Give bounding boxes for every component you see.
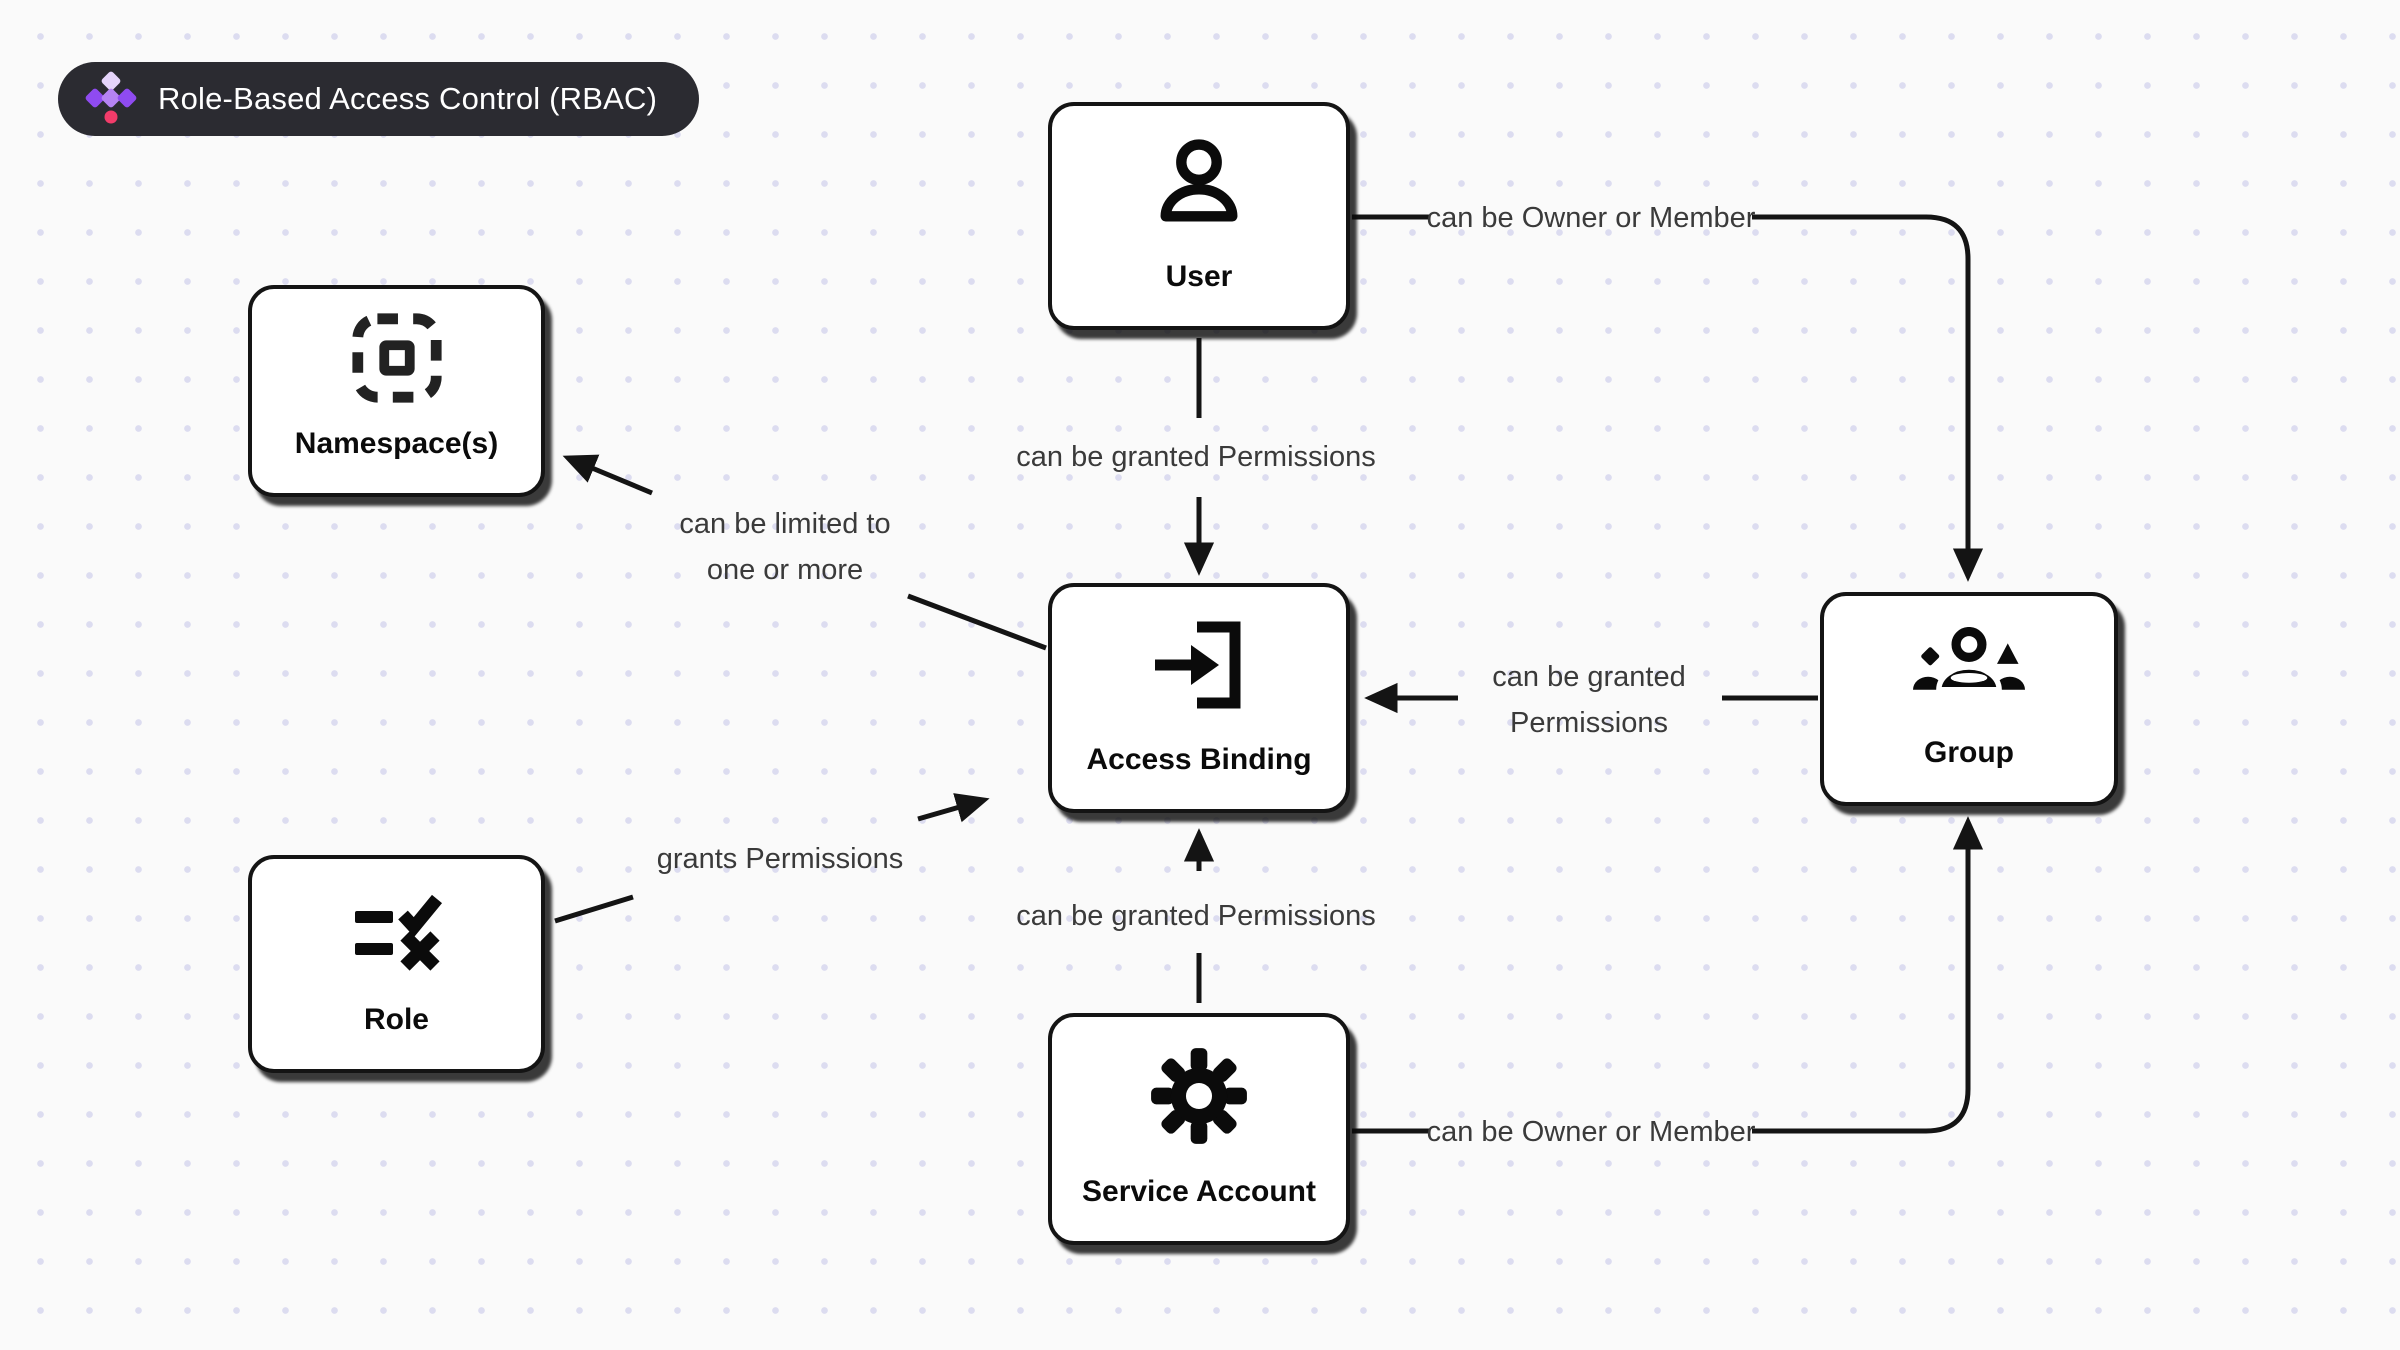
edge-label-user-to-access-binding: can be granted Permissions — [1016, 441, 1376, 473]
node-label-role: Role — [363, 1003, 429, 1036]
edge-access-binding-to-namespace-start — [907, 593, 1047, 651]
node-label-access-binding: Access Binding — [1086, 743, 1312, 776]
edge-label-line-1: can be limited to — [679, 508, 891, 540]
node-role: Role — [248, 855, 545, 1073]
people-group-icon — [1824, 596, 2114, 736]
dashed-frame-icon — [252, 289, 541, 427]
gear-icon — [1052, 1017, 1346, 1175]
node-access-binding: Access Binding — [1048, 583, 1350, 813]
edge-access-binding-to-namespace-arrow — [562, 454, 653, 496]
edge-label-role-to-access-binding: grants Permissions — [656, 843, 904, 875]
node-user: User — [1048, 102, 1350, 330]
node-group: Group — [1820, 592, 2118, 806]
edge-role-to-access-binding-start — [554, 894, 634, 924]
title-badge: Role-Based Access Control (RBAC) — [58, 62, 700, 136]
node-label-service-account: Service Account — [1082, 1175, 1316, 1208]
sign-in-icon — [1052, 587, 1346, 743]
badge-title: Role-Based Access Control (RBAC) — [158, 81, 658, 116]
diamond-cluster-logo-icon — [84, 69, 138, 129]
edge-label-line-2: Permissions — [1510, 707, 1668, 739]
node-service-account: Service Account — [1048, 1013, 1350, 1245]
node-namespace: Namespace(s) — [248, 285, 545, 497]
edge-label-user-to-group: can be Owner or Member — [1426, 202, 1756, 234]
node-label-namespace: Namespace(s) — [294, 427, 499, 460]
edge-user-to-group-arrow — [1752, 214, 1984, 582]
edge-label-line-1: can be granted — [1492, 661, 1686, 693]
person-icon — [1052, 106, 1346, 260]
edge-label-service-account-to-access-binding: can be granted Permissions — [1016, 900, 1376, 932]
edge-label-line-2: one or more — [706, 554, 864, 586]
edge-role-to-access-binding-arrow — [917, 793, 990, 823]
edge-label-access-binding-to-namespace: can be limited to one or more — [679, 501, 890, 593]
node-label-group: Group — [1924, 736, 2014, 769]
edge-service-account-to-group-arrow — [1752, 816, 1984, 1134]
edge-label-group-to-access-binding: can be granted Permissions — [1492, 654, 1685, 746]
edge-label-service-account-to-group: can be Owner or Member — [1426, 1116, 1756, 1148]
checklist-icon — [252, 859, 541, 1003]
node-label-user: User — [1165, 260, 1233, 293]
